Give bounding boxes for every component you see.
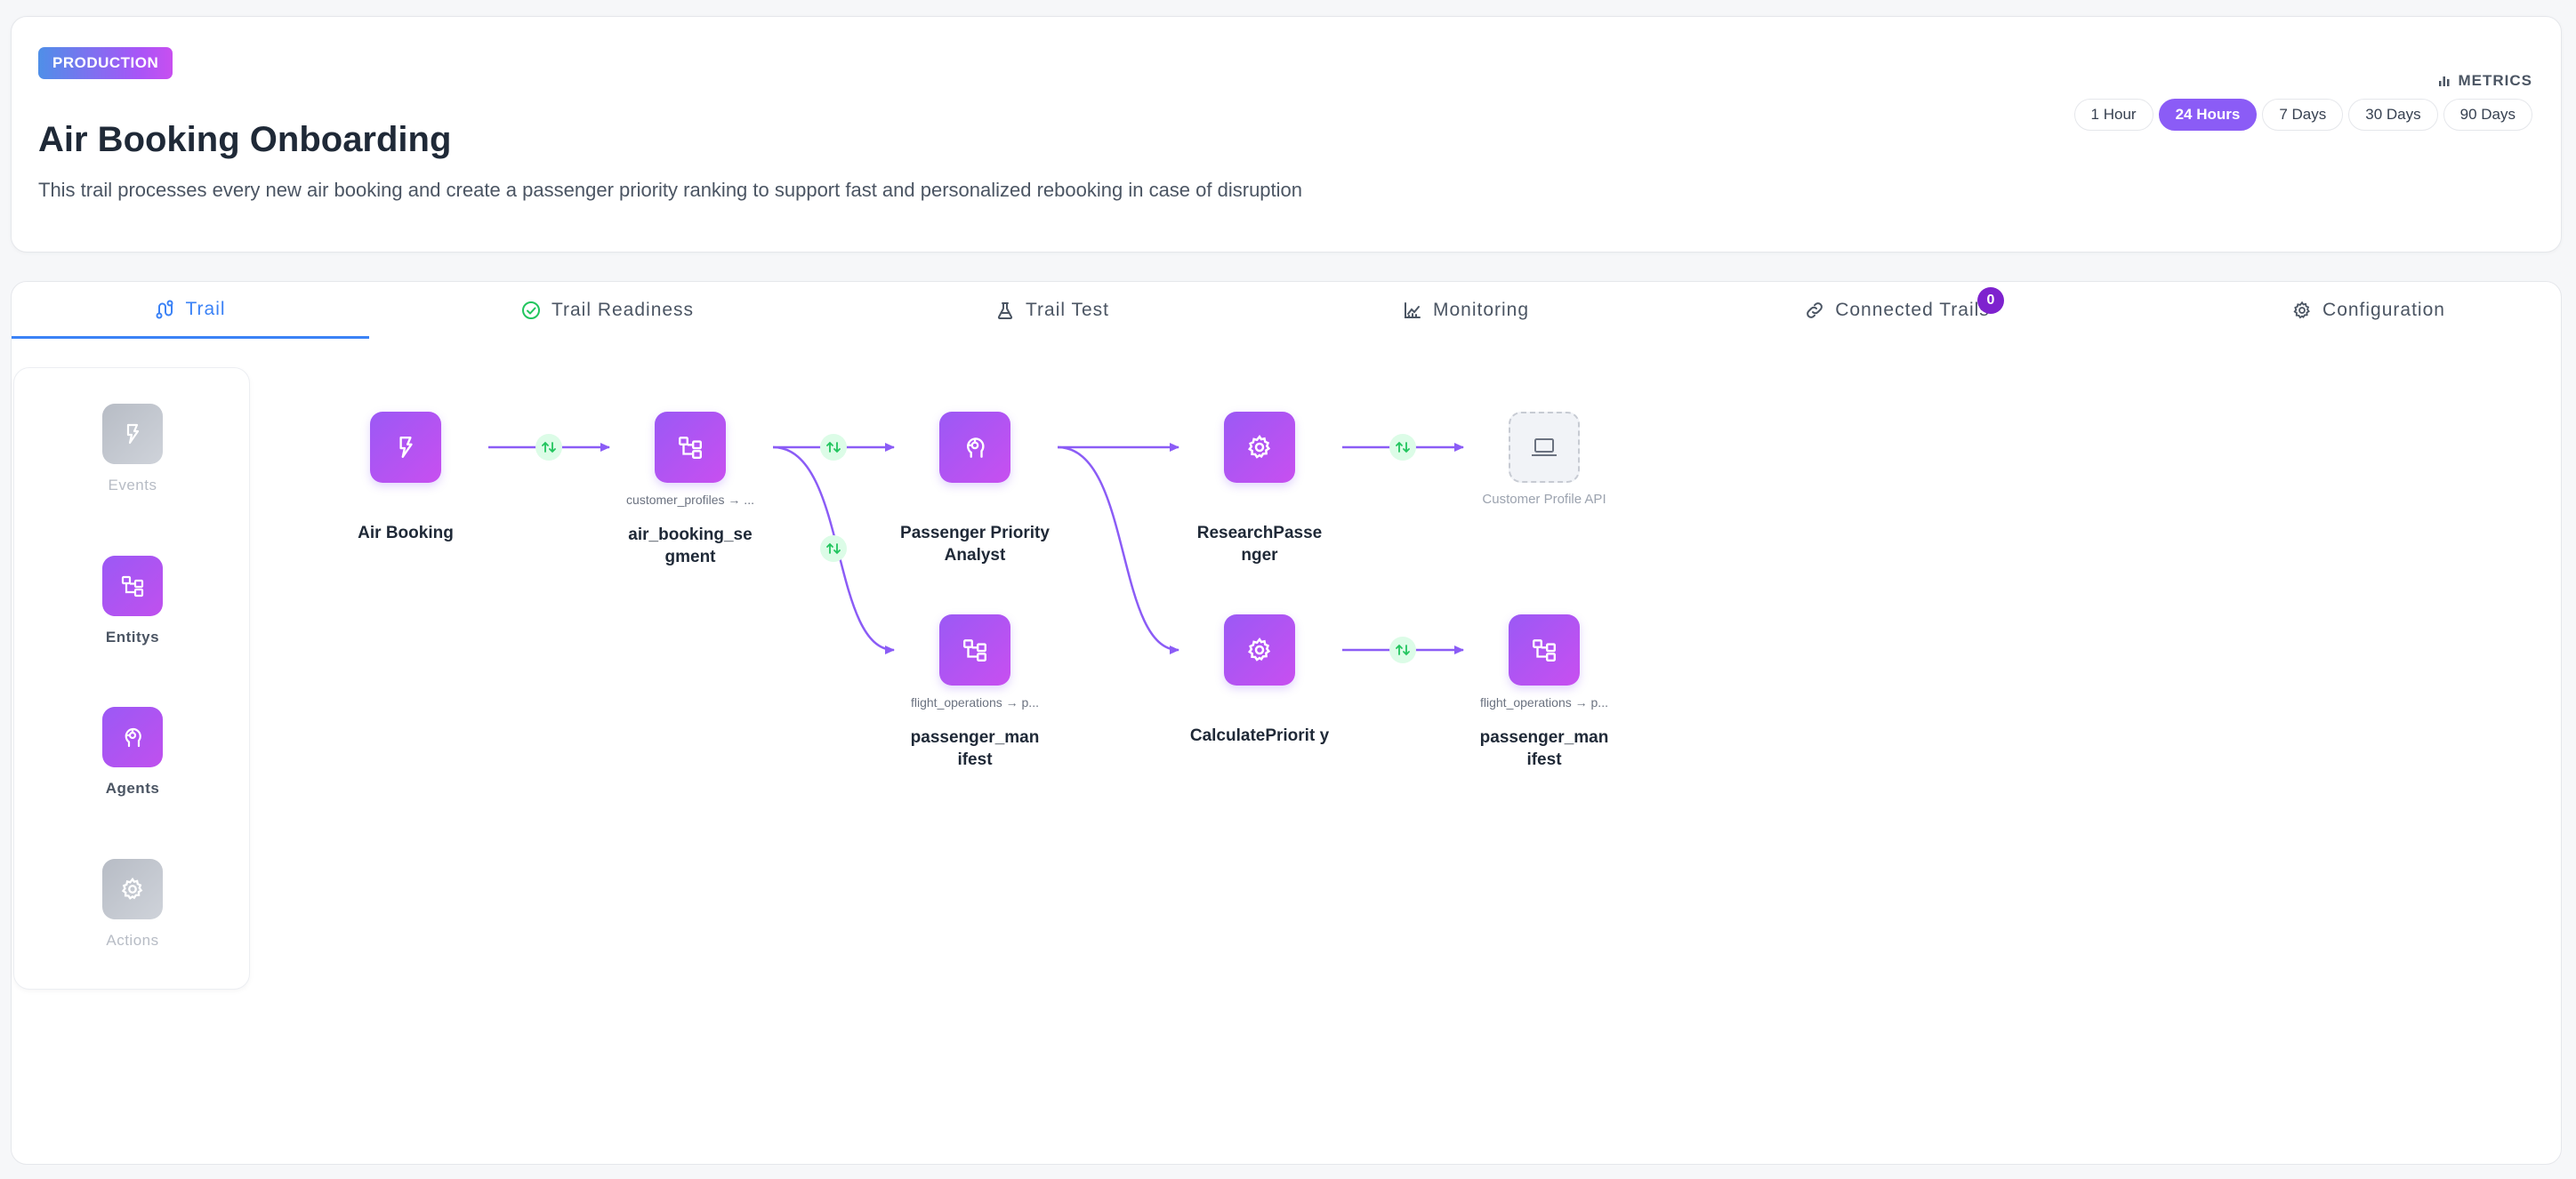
palette-events-label: Events — [108, 477, 157, 493]
palette-item-events[interactable]: Events — [14, 404, 251, 494]
transform-connector-icon — [535, 434, 562, 461]
node-research-passenger-label: ResearchPasse nger — [1196, 524, 1323, 565]
range-90-days-button[interactable]: 90 Days — [2443, 99, 2532, 131]
node-passenger-manifest-2[interactable] — [1509, 614, 1580, 686]
transform-connector-icon — [1389, 637, 1416, 663]
gear-icon — [1247, 435, 1271, 459]
node-palette: Events Entitys Agents Actions — [13, 367, 250, 990]
node-passenger-priority-analyst[interactable] — [939, 412, 1010, 483]
laptop-icon — [1532, 438, 1557, 456]
node-air-booking-segment-mapping: customer_profiles → ... — [626, 493, 754, 507]
palette-actions-icon-tile — [102, 859, 163, 919]
node-passenger-manifest-2-label: passenger_man ifest — [1479, 728, 1609, 769]
node-air-booking-label: Air Booking — [358, 524, 454, 542]
transform-connector-icon — [820, 434, 847, 461]
palette-item-agents[interactable]: Agents — [14, 707, 251, 798]
tab-trail-label: Trail — [185, 298, 226, 319]
tab-connected-trails-label: Connected Trails — [1835, 300, 1990, 320]
bar-chart-icon — [2438, 76, 2449, 86]
node-air-booking[interactable] — [370, 412, 441, 483]
tab-configuration[interactable]: Configuration — [2253, 282, 2484, 339]
node-air-booking-segment[interactable] — [655, 412, 726, 483]
node-air-booking-segment-label: air_booking_se gment — [628, 525, 753, 566]
palette-agents-label: Agents — [105, 780, 160, 797]
metrics-label-text: METRICS — [2458, 72, 2532, 89]
gear-icon — [1247, 638, 1271, 662]
entity-icon — [121, 575, 144, 598]
trail-header-card: PRODUCTION Air Booking Onboarding This t… — [11, 16, 2562, 253]
palette-actions-label: Actions — [106, 932, 159, 949]
range-24-hours-button[interactable]: 24 Hours — [2158, 99, 2258, 131]
gear-icon — [2293, 301, 2310, 319]
trail-flow-canvas[interactable]: Air Booking customer_profiles → ... air_… — [12, 282, 2563, 1166]
flow-edges — [488, 434, 1464, 663]
edge-connectors — [535, 434, 1416, 663]
bolt-icon — [399, 437, 413, 458]
connected-trails-count-badge: 0 — [1977, 287, 2004, 314]
node-customer-profile-api-label: Customer Profile API — [1482, 492, 1606, 507]
node-calculate-priority-label: CalculatePriorit y — [1189, 726, 1330, 745]
tab-trail-test[interactable]: Trail Test — [963, 282, 1141, 339]
agent-icon — [967, 437, 985, 458]
palette-agents-icon-tile — [102, 707, 163, 767]
node-passenger-manifest-2-mapping: flight_operations → p... — [1480, 695, 1608, 710]
node-passenger-priority-analyst-label: Passenger Priority Analyst — [900, 524, 1050, 565]
link-icon — [1807, 302, 1823, 318]
palette-entitys-icon-tile — [102, 556, 163, 616]
palette-entitys-label: Entitys — [105, 629, 160, 646]
tab-trail-readiness[interactable]: Trail Readiness — [492, 282, 723, 339]
node-research-passenger[interactable] — [1224, 412, 1295, 483]
route-icon — [156, 300, 173, 318]
node-passenger-manifest-1-label: passenger_man ifest — [910, 728, 1040, 769]
range-1-hour-button[interactable]: 1 Hour — [2073, 99, 2153, 131]
tab-trail-readiness-label: Trail Readiness — [551, 300, 695, 320]
transform-connector-icon — [1389, 434, 1416, 461]
entity-icon — [963, 639, 986, 662]
tab-configuration-label: Configuration — [2322, 300, 2445, 320]
transform-connector-icon — [820, 535, 847, 562]
node-customer-profile-api[interactable] — [1509, 412, 1580, 483]
page-description: This trail processes every new air booki… — [38, 179, 1303, 201]
agent-icon — [125, 727, 141, 748]
tab-bar: Trail Trail Readiness Trail Test Monitor… — [12, 282, 2561, 341]
tab-monitoring[interactable]: Monitoring — [1373, 282, 1559, 339]
gear-icon — [121, 877, 143, 900]
metrics-label: METRICS — [2437, 72, 2533, 90]
tab-trail-test-label: Trail Test — [1025, 300, 1110, 320]
bolt-icon — [126, 423, 140, 445]
entity-icon — [1533, 639, 1556, 662]
chart-line-icon — [1404, 302, 1421, 318]
tab-connected-trails[interactable]: Connected Trails — [1782, 282, 2013, 339]
time-range-selector: 1 Hour 24 Hours 7 Days 30 Days 90 Days — [2073, 99, 2532, 131]
range-7-days-button[interactable]: 7 Days — [2262, 99, 2344, 131]
tab-trail[interactable]: Trail — [12, 282, 369, 339]
flask-icon — [997, 302, 1013, 319]
node-passenger-manifest-1[interactable] — [939, 614, 1010, 686]
range-30-days-button[interactable]: 30 Days — [2348, 99, 2438, 131]
palette-item-actions[interactable]: Actions — [14, 859, 251, 950]
edge-analyst-to-calculate — [1057, 445, 1179, 654]
palette-item-entitys[interactable]: Entitys — [14, 556, 251, 646]
entity-icon — [679, 437, 702, 459]
node-calculate-priority[interactable] — [1224, 614, 1295, 686]
check-circle-icon — [521, 301, 540, 319]
node-passenger-manifest-1-mapping: flight_operations → p... — [911, 695, 1039, 710]
environment-badge: PRODUCTION — [38, 47, 173, 79]
page-title: Air Booking Onboarding — [38, 120, 452, 159]
palette-events-icon-tile — [102, 404, 163, 464]
tab-monitoring-label: Monitoring — [1432, 300, 1530, 320]
trail-main-card: Trail Trail Readiness Trail Test Monitor… — [11, 281, 2562, 1165]
